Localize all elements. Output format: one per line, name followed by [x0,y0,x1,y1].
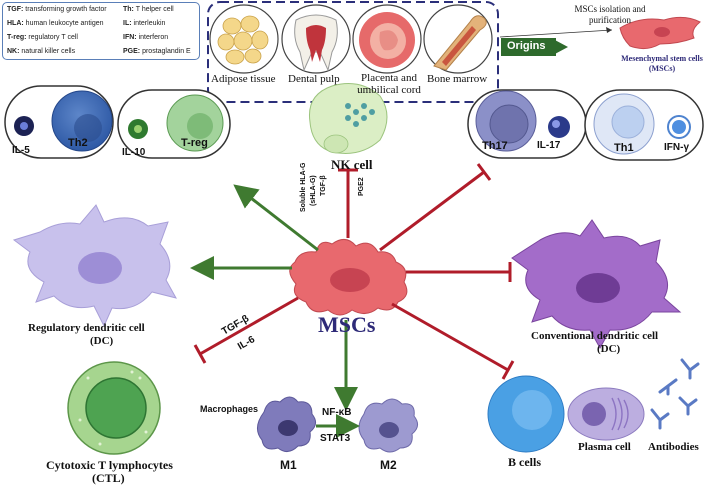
inhibit-th17-th1 [379,170,485,252]
source-dental-label: Dental pulp [288,73,340,85]
adipose-icon [209,4,279,74]
nfkb-label: NF-κB [322,407,352,418]
isolation-label: MSCs isolation and purification [574,4,646,25]
th17-label: Th17 [482,140,508,152]
source-bone-marrow-label: Bone marrow [427,73,488,85]
plasma-cell-label: Plasma cell [578,441,631,453]
bone-marrow-icon [423,4,493,74]
antibodies-icon [650,358,700,430]
soluble-hla-label: Soluble HLA-G [300,162,307,212]
th1-label: Th1 [614,142,634,154]
m2-label: M2 [380,458,397,472]
th2-label: Th2 [68,137,88,149]
ctl-label: Cytotoxic T lymphocytes [46,458,173,472]
nk-label: NK cell [331,157,373,172]
conventional-dc-label: Conventional dendritic cell [531,330,659,342]
treg-label: T-reg [181,137,208,149]
m1-label: M1 [280,458,297,472]
regulatory-dc-label: Regulatory dendritic cell [28,322,145,334]
b-cells-label: B cells [508,455,541,469]
inhibit-b-cells [391,302,509,372]
source-placenta-label: Placenta and umbilical cord [357,72,421,96]
tgfb-vertical-label: TGF-β [320,175,327,196]
tooth-icon [281,4,351,74]
antibodies-label: Antibodies [648,441,699,453]
msc-caption: Mesenchymal stem cells (MSCs) [621,54,703,73]
il10-label: IL-10 [122,147,146,158]
arrow-to-th2-treg [233,184,319,252]
source-adipose-label: Adipose tissue [211,73,276,85]
inhibit-ctl [199,296,299,356]
regulatory-dc-abbr: (DC) [90,335,114,347]
ifng-label: IFN-γ [664,142,689,153]
macrophages-label: Macrophages [200,404,259,414]
conventional-dc-abbr: (DC) [597,343,621,355]
ctl-abbr: (CTL) [92,471,125,485]
placenta-icon [352,4,422,74]
il5-label: IL-5 [12,145,30,156]
origins-label: Origins [507,40,546,52]
msc-center-label: MSCs [318,312,376,337]
abbreviation-legend: TGF: transforming growth factor HLA: hum… [2,2,200,60]
pge2-label: PGE2 [358,177,365,196]
stat3-label: STAT3 [320,433,351,444]
shla-label: (sHLA-G) [310,175,317,206]
il17-label: IL-17 [537,140,561,151]
